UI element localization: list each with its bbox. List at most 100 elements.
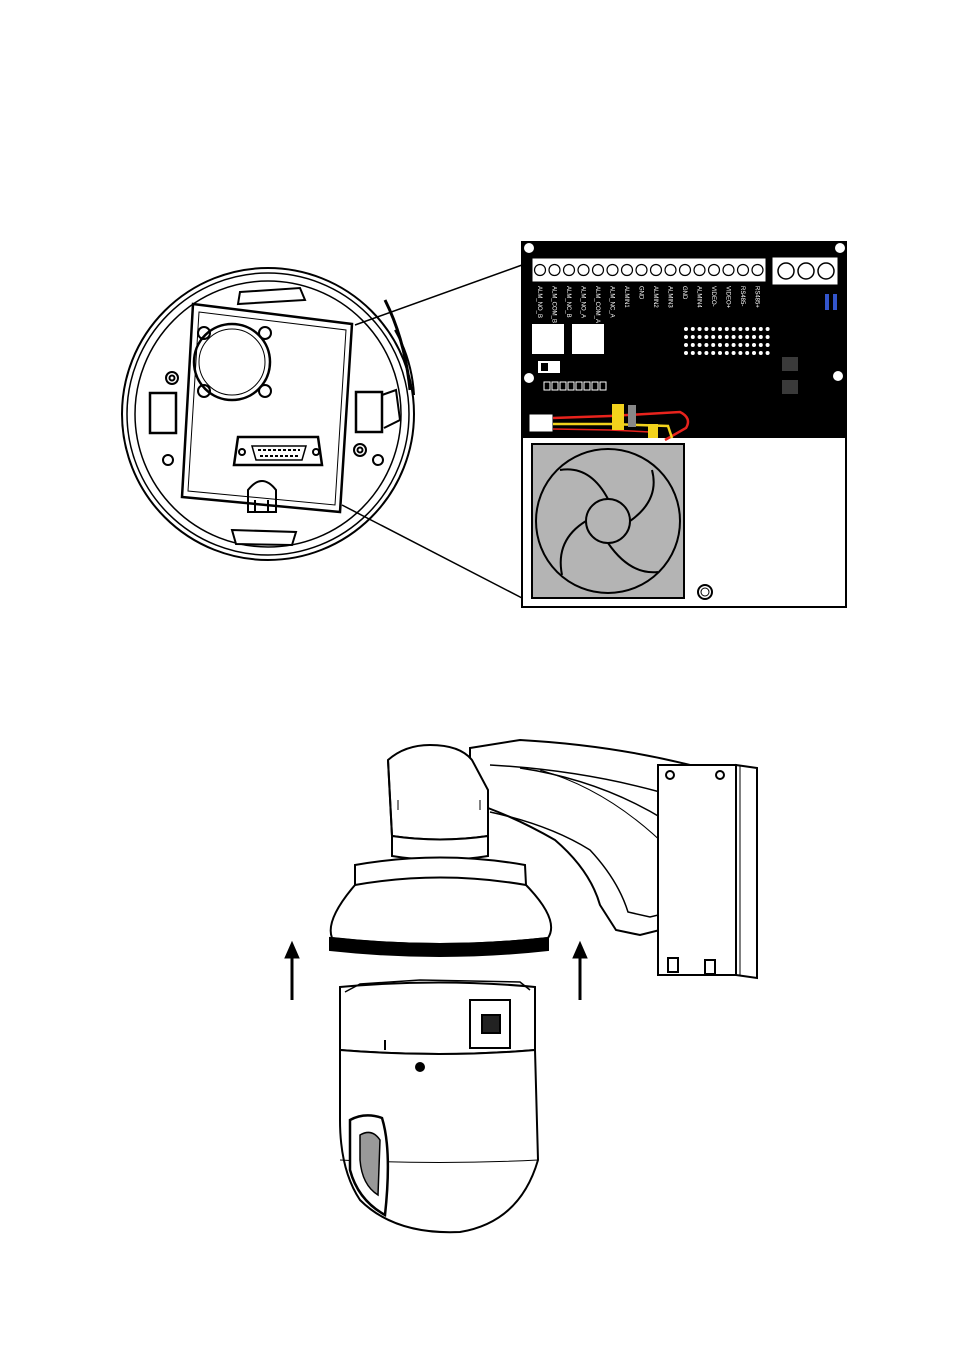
header-pin — [731, 351, 736, 355]
dip-switch — [575, 381, 583, 391]
terminal-screw — [562, 263, 576, 277]
terminal-screw — [707, 263, 721, 277]
terminal-screw — [722, 263, 735, 277]
terminal-screw — [548, 263, 561, 277]
up-arrow-icon — [284, 940, 300, 1000]
header-pin — [752, 343, 756, 347]
dome-upper-housing — [329, 743, 553, 957]
header-pin — [758, 351, 763, 355]
terminal-label: ALM_NO_A — [580, 286, 586, 318]
header-pin — [731, 343, 736, 347]
terminal-label: ALM_NC_A — [609, 286, 615, 318]
dip-switch-row — [543, 381, 607, 391]
fan-icon — [531, 443, 685, 599]
chip-right — [572, 324, 604, 354]
header-pin — [765, 351, 770, 355]
header-pin — [724, 335, 729, 339]
terminal-screw — [533, 263, 547, 277]
terminal-label: ALM_NO_B — [536, 286, 542, 318]
header-pin — [690, 327, 695, 331]
header-pin — [765, 327, 770, 331]
terminal-screw — [591, 263, 605, 277]
pcb-board-detail: ALM_NO_B ALM_COM_B ALM_NC_B ALM_NO_A ALM_COM… — [521, 241, 847, 608]
wall-mount-bracket — [469, 738, 758, 980]
header-pin — [738, 335, 743, 339]
terminal-screw — [635, 263, 648, 277]
header-pin — [718, 351, 722, 355]
header-pin — [718, 343, 722, 347]
header-pin — [724, 351, 729, 355]
header-pin — [684, 351, 688, 355]
chip-left — [532, 324, 564, 354]
blue-jumper-right — [833, 294, 837, 310]
terminal-screw — [664, 263, 677, 277]
terminal-label: ALM_COM_A — [594, 286, 600, 323]
terminal-label: ALMIN4 — [696, 286, 702, 308]
header-pin — [718, 335, 722, 339]
terminal-screw — [751, 263, 764, 277]
header-pin — [690, 343, 695, 347]
terminal-label: VIDEO- — [710, 286, 716, 307]
terminal-label: GND — [681, 286, 687, 300]
header-pin — [697, 327, 702, 331]
header-pin — [752, 335, 756, 339]
terminal-label: ALMIN2 — [652, 286, 658, 308]
header-pin — [690, 335, 695, 339]
header-pin — [724, 327, 729, 331]
dip-switch — [591, 381, 599, 391]
terminal-screw — [620, 263, 634, 277]
header-pin — [731, 327, 736, 331]
header-pin — [745, 335, 750, 339]
terminal-screw — [693, 263, 706, 277]
dip-switch — [559, 381, 567, 391]
header-pin — [745, 327, 750, 331]
mounting-hole — [697, 584, 713, 600]
terminal-label: GND — [638, 286, 644, 300]
fan-wiring — [528, 404, 690, 442]
dip-switch — [567, 381, 575, 391]
component-grey-1 — [782, 357, 798, 371]
header-pin — [697, 351, 702, 355]
header-pin — [745, 351, 750, 355]
terminal-screw — [649, 263, 663, 277]
terminal-label: RS485- — [739, 286, 745, 306]
terminal-block — [531, 257, 767, 283]
pin-header-grid — [684, 327, 770, 355]
speed-dome-camera — [339, 979, 540, 1234]
header-pin — [745, 343, 750, 347]
terminal-screw — [606, 263, 619, 277]
terminal-label: RS485+ — [754, 286, 760, 308]
header-pin — [752, 351, 756, 355]
header-pin — [697, 343, 702, 347]
header-pin — [758, 335, 763, 339]
terminal-screw — [736, 263, 750, 277]
terminal-labels: ALM_NO_B ALM_COM_B ALM_NC_B ALM_NO_A ALM_COM… — [536, 286, 760, 323]
header-pin — [711, 327, 716, 331]
header-pin — [752, 327, 756, 331]
header-pin — [684, 343, 688, 347]
terminal-screw — [577, 263, 590, 277]
header-pin — [765, 335, 770, 339]
header-pin — [731, 335, 736, 339]
header-pin — [711, 335, 716, 339]
component-grey-2 — [782, 380, 798, 394]
header-pin — [704, 327, 709, 331]
header-pin — [738, 351, 743, 355]
header-pin — [738, 327, 743, 331]
header-pin — [684, 335, 688, 339]
dip-switch — [583, 381, 591, 391]
header-pin — [684, 327, 688, 331]
blue-jumper-left — [825, 294, 829, 310]
header-pin — [718, 327, 722, 331]
zoom-callout-lines — [341, 264, 523, 599]
terminal-label: ALM_NC_B — [565, 286, 571, 318]
header-pin — [758, 327, 763, 331]
header-pin — [711, 351, 716, 355]
terminal-label: ALM_COM_B — [551, 286, 557, 323]
terminal-label: ALMIN1 — [623, 286, 629, 308]
terminal-label: VIDEO+ — [725, 286, 731, 309]
header-pin — [704, 343, 709, 347]
dip-switch — [551, 381, 559, 391]
header-pin — [738, 343, 743, 347]
